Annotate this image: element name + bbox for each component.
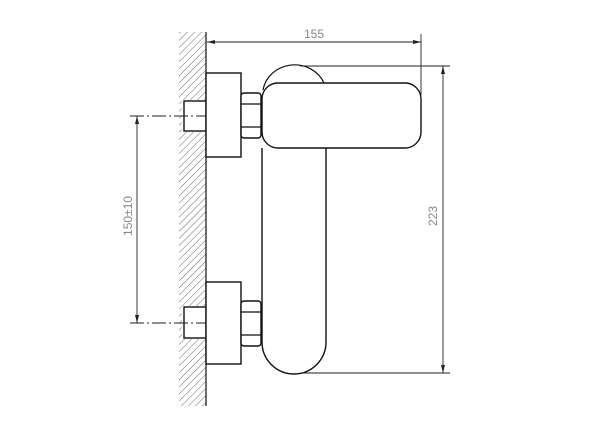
width-dimension: 155 — [207, 27, 422, 95]
height-dimension: 223 — [300, 65, 450, 374]
lever-handle — [261, 82, 422, 149]
wall — [179, 32, 207, 406]
width-dimension-label: 155 — [304, 27, 324, 41]
inlet-spacing-dimension: 150±10 — [121, 116, 139, 323]
inlet-spacing-label: 150±10 — [121, 196, 135, 236]
lower-inlet-connector — [130, 281, 262, 365]
height-dimension-label: 223 — [426, 206, 440, 226]
upper-inlet-connector — [130, 72, 262, 158]
mixer-body — [261, 64, 327, 375]
